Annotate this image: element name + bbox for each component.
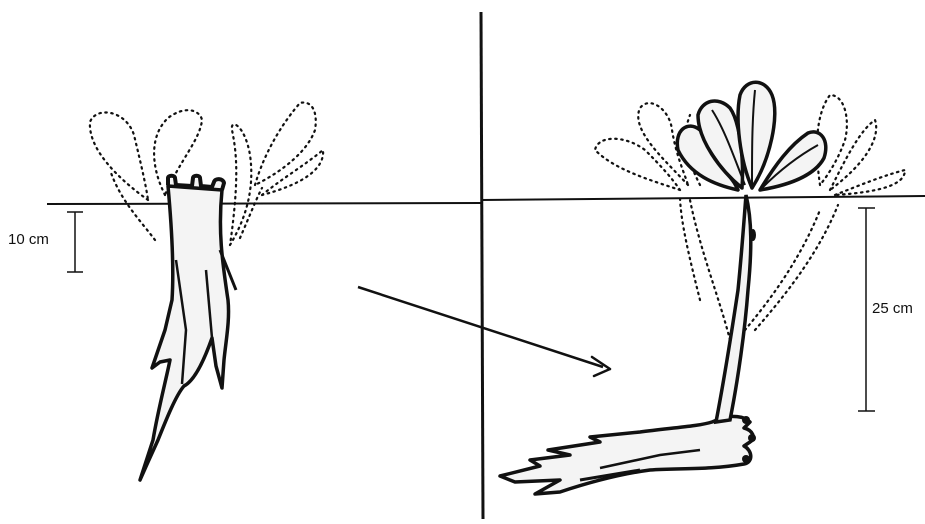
left-taproot: [140, 186, 229, 480]
left-plant: [90, 103, 323, 480]
depth-label-25cm: 25 cm: [872, 300, 913, 317]
growth-arrow: [358, 287, 610, 376]
vertical-divider: [481, 12, 483, 519]
right-rhizome: [500, 416, 753, 494]
soil-surface-right: [481, 196, 925, 200]
right-stem: [716, 195, 751, 422]
right-plant: [500, 82, 905, 494]
depth-label-10cm: 10 cm: [8, 231, 49, 248]
scale-bar-10cm: [67, 212, 83, 272]
soil-surface-left: [47, 203, 481, 204]
